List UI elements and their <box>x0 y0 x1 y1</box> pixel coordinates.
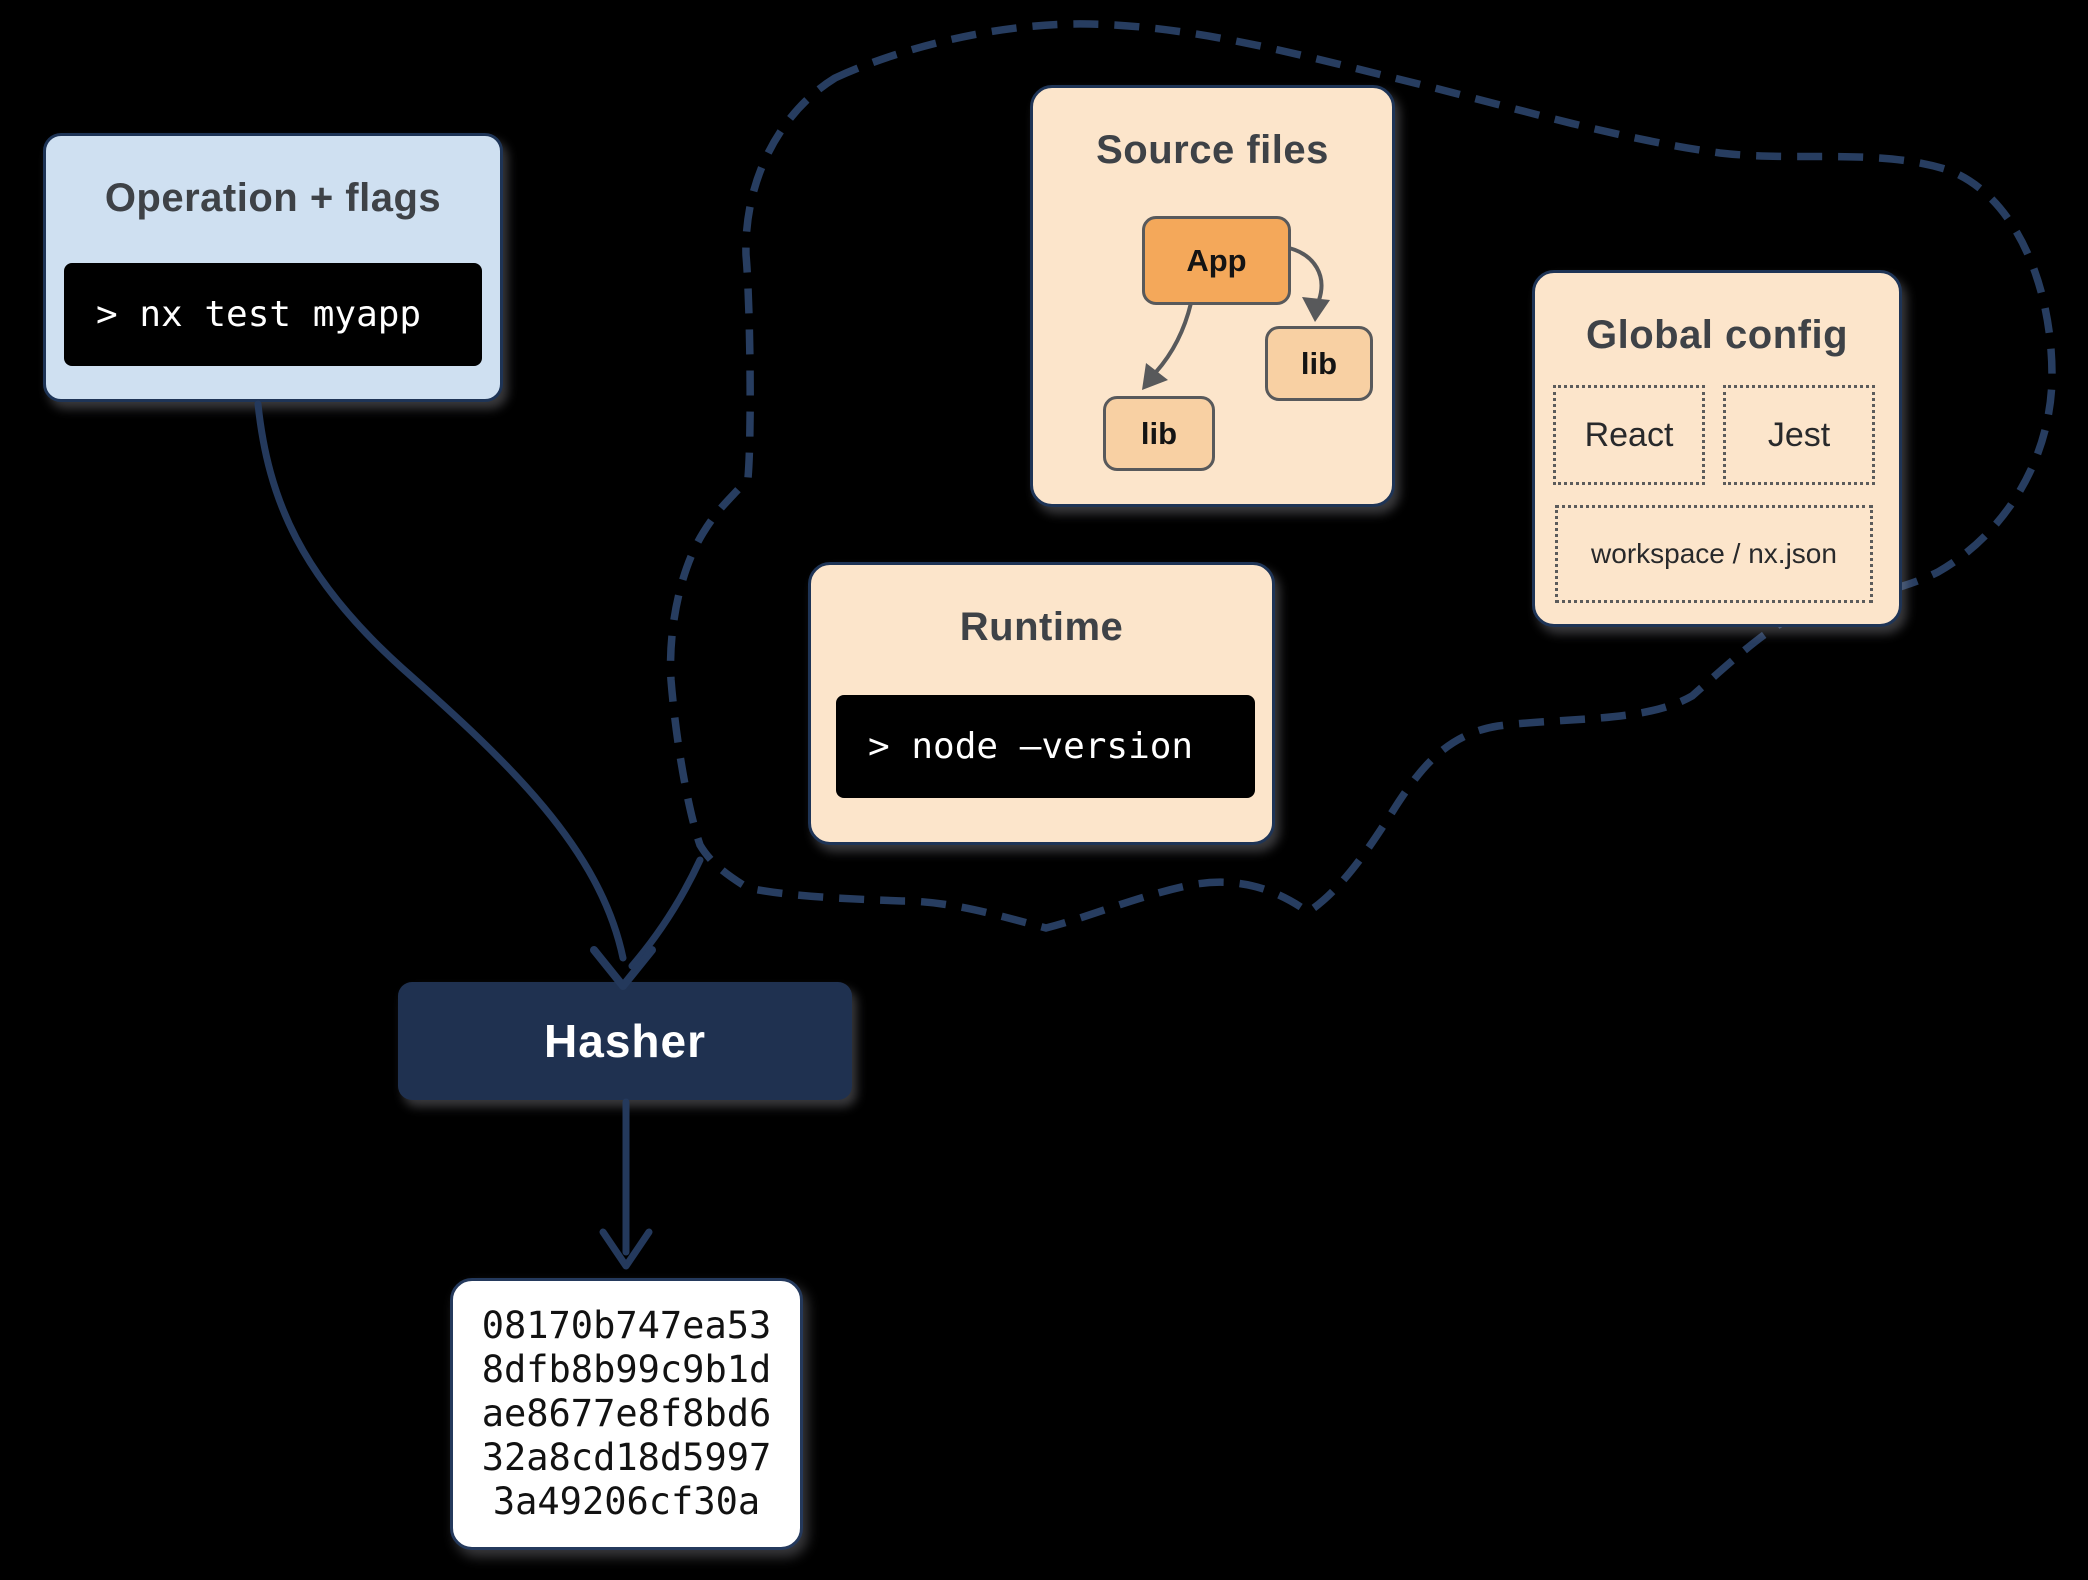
operation-title: Operation + flags <box>104 176 442 220</box>
cloud-to-hasher-arrow <box>628 856 704 970</box>
operation-to-hasher-arrow <box>254 400 627 962</box>
config-item-react: React <box>1553 385 1705 485</box>
hasher-arrowhead <box>590 946 656 990</box>
runtime-terminal: > node –version <box>836 695 1255 798</box>
hash-line: 8dfb8b99c9b1d <box>481 1348 772 1391</box>
config-item-label: React <box>1584 415 1674 454</box>
app-node: App <box>1142 216 1291 305</box>
lib-node-label: lib <box>1300 345 1338 381</box>
config-item-workspace: workspace / nx.json <box>1555 505 1873 603</box>
config-item-label: Jest <box>1767 415 1831 454</box>
hash-output-box: 08170b747ea53 8dfb8b99c9b1d ae8677e8f8bd… <box>450 1278 803 1550</box>
runtime-title: Runtime <box>959 605 1124 649</box>
hash-arrowhead <box>599 1228 653 1270</box>
config-item-jest: Jest <box>1723 385 1875 485</box>
source-files-panel: Source files App lib lib <box>1030 85 1395 507</box>
hash-line: 3a49206cf30a <box>492 1480 761 1523</box>
hasher-label: Hasher <box>544 1015 706 1067</box>
lib-node-right: lib <box>1265 326 1373 401</box>
runtime-command-text: > node –version <box>868 726 1194 767</box>
config-item-label: workspace / nx.json <box>1591 538 1837 569</box>
lib-node-label: lib <box>1140 415 1178 451</box>
hash-line: 32a8cd18d5997 <box>481 1436 772 1479</box>
hasher-node: Hasher <box>398 982 852 1100</box>
source-files-title: Source files <box>1096 128 1329 172</box>
hash-line: ae8677e8f8bd6 <box>481 1392 772 1435</box>
hash-line: 08170b747ea53 <box>481 1304 772 1347</box>
global-config-panel: Global config React Jest workspace / nx.… <box>1532 270 1902 627</box>
global-config-title: Global config <box>1585 313 1849 357</box>
runtime-panel: Runtime > node –version <box>808 562 1275 845</box>
operation-command-text: > nx test myapp <box>96 294 422 335</box>
lib-node-left: lib <box>1103 396 1215 471</box>
operation-panel: Operation + flags > nx test myapp <box>43 133 503 402</box>
app-node-label: App <box>1186 242 1247 278</box>
operation-terminal: > nx test myapp <box>64 263 482 366</box>
